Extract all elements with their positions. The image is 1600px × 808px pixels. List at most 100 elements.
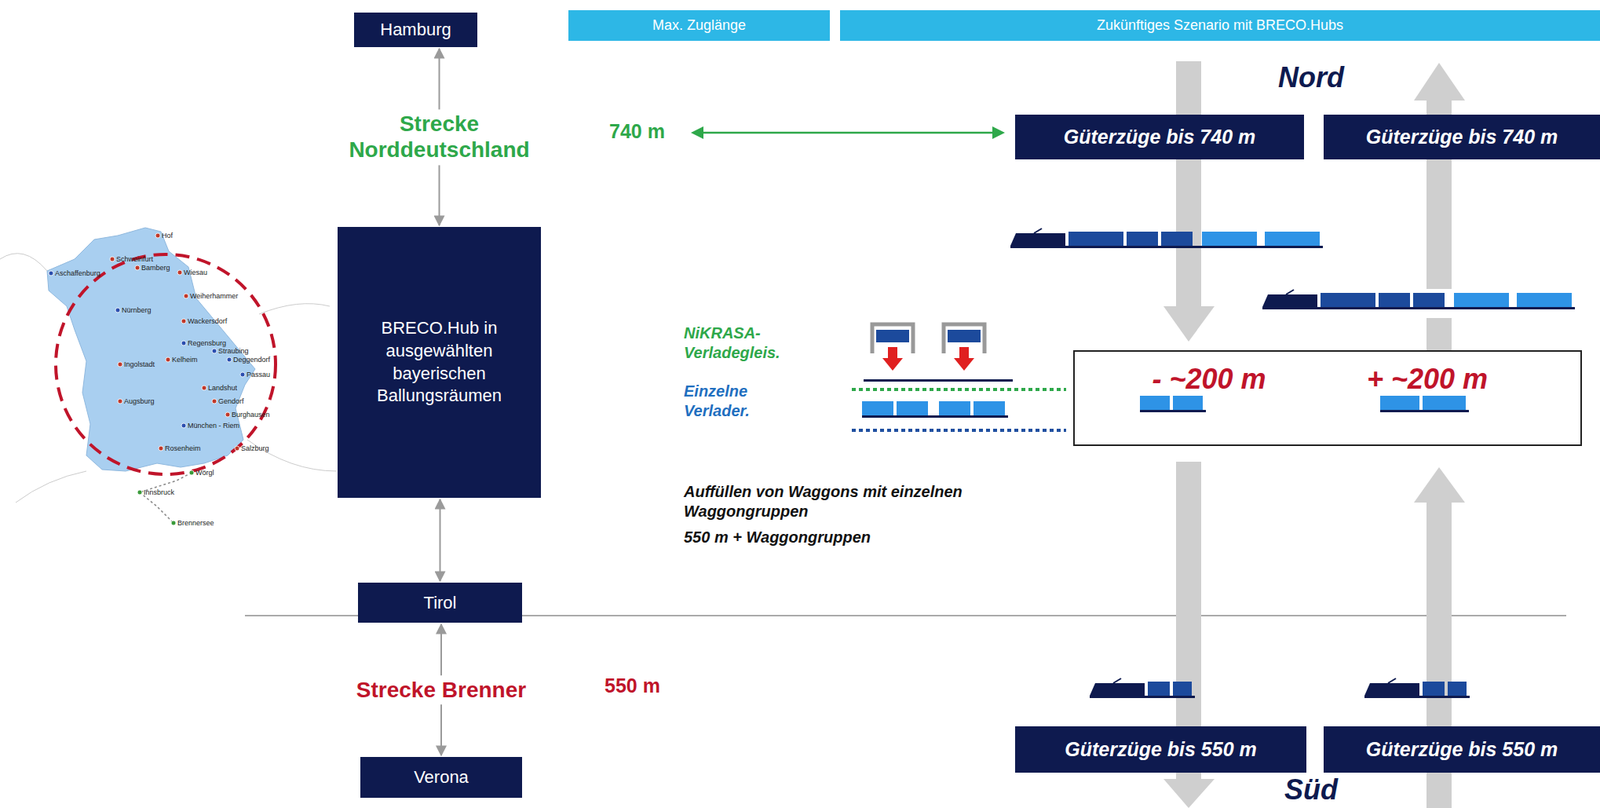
container	[1126, 231, 1158, 246]
container	[1516, 292, 1572, 307]
hub-box: BRECO.Hub in ausgewählten bayerischen Ba…	[337, 226, 541, 498]
container	[1380, 395, 1420, 410]
city-dot	[201, 385, 207, 391]
route-label: Strecke Norddeutschland	[330, 109, 549, 165]
box-text: BRECO.Hub in ausgewählten bayerischen Ba…	[365, 317, 515, 407]
container	[1378, 292, 1411, 307]
length-change: + ~200 m	[1366, 362, 1488, 396]
note-text: NiKRASA-Verladegleis.	[683, 323, 802, 363]
city-box: Hamburg	[354, 12, 478, 48]
direction-label: Nord	[1278, 61, 1345, 95]
city-dot	[234, 445, 240, 451]
city-label: Wörgl	[195, 468, 215, 477]
arrow-head	[1163, 778, 1215, 808]
length-arrow	[690, 126, 1005, 139]
city-label: Regensburg	[187, 339, 227, 348]
city-dot	[183, 293, 189, 299]
train-box: Güterzüge bis 550 m	[1323, 726, 1600, 773]
city-dot	[211, 348, 217, 354]
city-dot	[135, 265, 140, 271]
difference-box: - ~200 m + ~200 m	[1073, 350, 1582, 446]
box-text: Güterzüge bis 550 m	[1366, 737, 1559, 761]
city-dot	[48, 270, 54, 276]
pantograph	[1285, 289, 1294, 295]
train-box: Güterzüge bis 550 m	[1015, 726, 1307, 773]
city-box: Verona	[360, 756, 523, 798]
city-box: Tirol	[357, 582, 523, 623]
length-change: - ~200 m	[1151, 362, 1266, 396]
city-label: Passau	[246, 370, 271, 379]
box-text: Tirol	[423, 592, 457, 614]
trains	[862, 228, 1575, 698]
container	[1264, 231, 1320, 246]
city-label: Augsburg	[124, 397, 155, 406]
arrow-shaft	[1426, 770, 1452, 808]
train-box: Güterzüge bis 740 m	[1323, 114, 1600, 160]
box-text: Verona	[413, 767, 469, 788]
header-band: Max. Zuglänge	[568, 10, 830, 41]
city-label: Deggendorf	[233, 355, 271, 364]
city-label: Ingolstadt	[124, 360, 155, 369]
note-text: Auffüllen von Waggons mit einzelnen Wagg…	[683, 482, 1085, 522]
city-dot	[171, 520, 176, 526]
city-dot	[117, 361, 123, 367]
box-text: Hamburg	[379, 19, 451, 41]
route-label: Strecke Brenner	[353, 675, 530, 706]
city-dot	[117, 398, 123, 404]
container	[1172, 681, 1192, 696]
city-dot	[177, 270, 183, 275]
box-text: Zukünftiges Szenario mit BRECO.Hubs	[1096, 17, 1344, 34]
container	[938, 401, 971, 416]
region-circle	[55, 254, 276, 475]
pantograph	[1388, 678, 1396, 684]
pantograph	[1113, 678, 1122, 684]
box-text: Güterzüge bis 550 m	[1064, 737, 1257, 761]
container	[1422, 395, 1466, 410]
container	[1068, 231, 1124, 246]
city-label: Gendorf	[218, 397, 245, 406]
wagon-frame	[1089, 695, 1195, 698]
city-dot	[165, 357, 171, 362]
pantograph	[1033, 228, 1042, 234]
wagon-frame	[1380, 409, 1469, 413]
city-dots	[48, 233, 245, 526]
container	[1139, 395, 1170, 410]
bavaria-shape	[47, 227, 256, 472]
map	[0, 227, 337, 526]
city-dot	[240, 372, 245, 377]
container	[973, 401, 1005, 416]
city-dot	[155, 233, 161, 238]
container	[1320, 292, 1376, 307]
wagon-frame	[863, 379, 1013, 382]
city-label: Bamberg	[141, 263, 171, 272]
city-label: Schweinfurt	[116, 255, 154, 264]
city-dot	[137, 489, 143, 495]
connector	[439, 499, 442, 581]
city-label: Nürnberg	[121, 306, 152, 315]
city-label: Weiherhammer	[189, 292, 238, 300]
city-dot	[189, 470, 194, 475]
crane	[872, 324, 985, 371]
container	[1147, 681, 1170, 696]
locomotive	[1364, 683, 1420, 696]
container	[1413, 292, 1445, 307]
city-label: Hof	[161, 231, 173, 240]
city-label: Landshut	[208, 383, 238, 392]
city-dot	[181, 340, 187, 346]
city-dot	[225, 412, 231, 417]
city-label: Wiesau	[183, 268, 208, 277]
arrow-head	[1413, 467, 1465, 503]
box-text: Güterzüge bis 740 m	[1063, 125, 1257, 149]
container	[1422, 681, 1445, 696]
city-label: Salzburg	[241, 444, 270, 453]
box-text: Max. Zuglänge	[652, 17, 746, 34]
city-label: Aschaffenburg	[54, 269, 101, 278]
note-text: 550 m + Waggongruppen	[683, 527, 871, 548]
container	[1447, 681, 1467, 696]
box-text: Güterzüge bis 740 m	[1366, 125, 1559, 149]
city-label: Wackersdorf	[187, 317, 227, 326]
city-label: Rosenheim	[164, 444, 201, 453]
wagon-frame	[1262, 306, 1575, 310]
wagon-frame	[862, 415, 1009, 418]
